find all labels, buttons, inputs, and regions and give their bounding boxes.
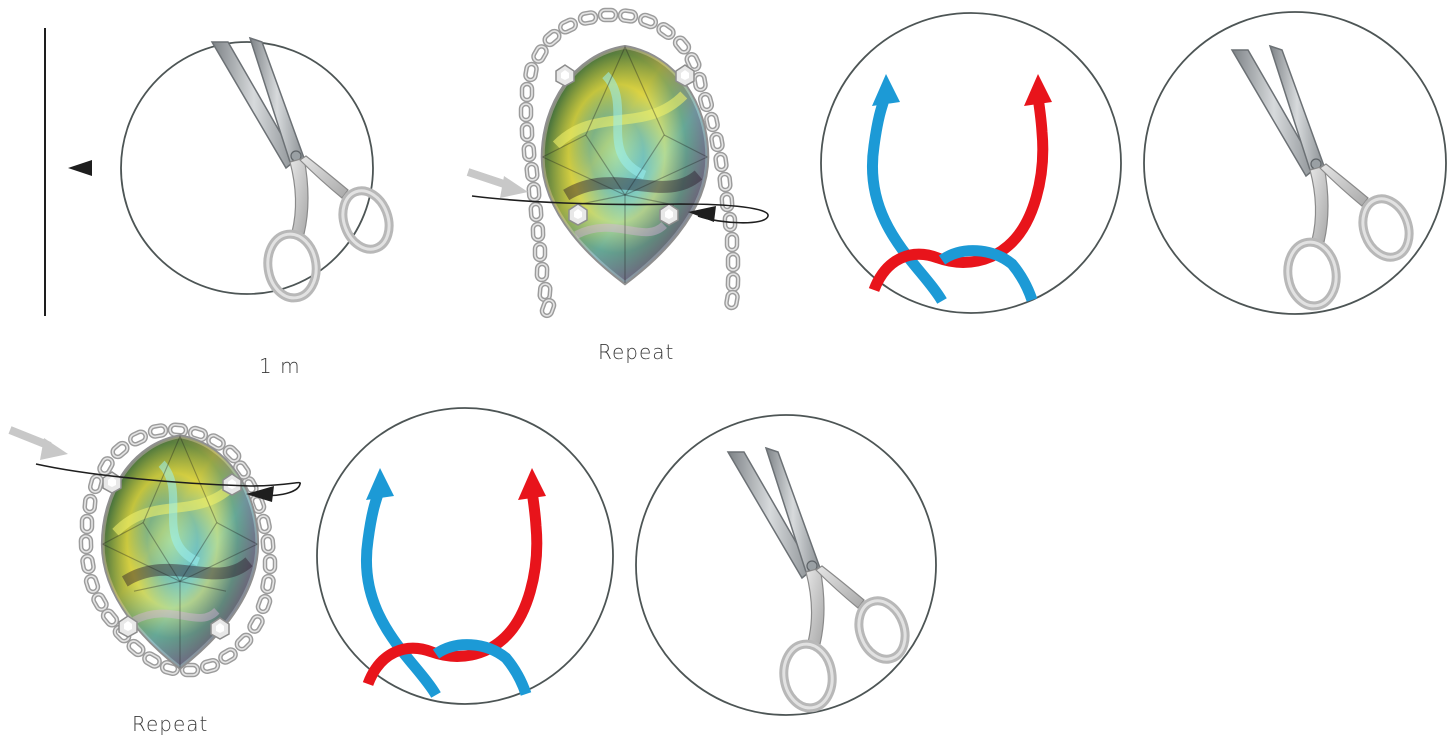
length-arrow-icon <box>68 160 92 176</box>
length-label: 1 m <box>259 354 301 378</box>
crystal-chain-top <box>468 10 768 317</box>
gray-arrow-icon <box>10 430 68 460</box>
repeat-label-bottom: Repeat <box>132 712 208 736</box>
scissors-circle-2 <box>1144 12 1446 314</box>
scissors-circle-1 <box>121 38 397 301</box>
crystal-chain-bottom <box>10 424 300 675</box>
gray-arrow-icon <box>468 172 528 198</box>
scissors-circle-3 <box>636 415 936 715</box>
knot-circle-1 <box>821 13 1121 313</box>
repeat-label-top: Repeat <box>598 340 674 364</box>
knot-circle-2 <box>317 408 613 704</box>
